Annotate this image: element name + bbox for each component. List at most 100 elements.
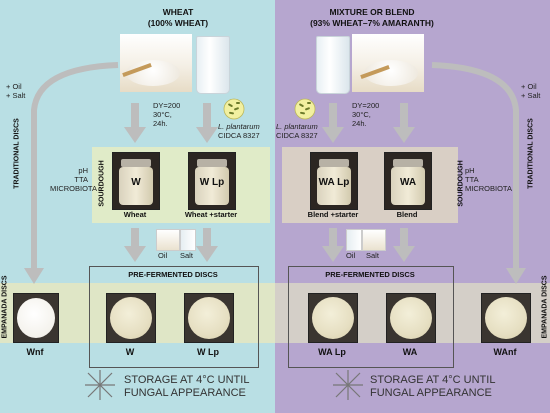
right-arrow-2	[393, 103, 415, 143]
left-conditions-dy: DY=200	[153, 101, 181, 110]
left-title-line1: WHEAT	[162, 7, 194, 17]
right-title-line1: MIXTURE OR BLEND	[329, 7, 415, 17]
right-title: MIXTURE OR BLEND (93% WHEAT–7% AMARANTH)	[292, 7, 452, 29]
right-disc2-photo	[386, 293, 436, 343]
left-jar1-letter: W	[131, 177, 141, 188]
left-disc2-label: W	[125, 347, 135, 357]
right-jar2-photo: WA	[384, 152, 432, 210]
right-strain-name: L. plantarum	[276, 122, 318, 131]
right-jar2-label: Blend	[396, 210, 418, 219]
left-disc1-photo	[13, 293, 59, 343]
left-disc1-label: Wnf	[26, 347, 44, 357]
left-jar2-label: Wheat +starter	[184, 210, 238, 219]
right-disc1-photo	[308, 293, 358, 343]
left-disc2	[110, 297, 152, 339]
left-disc2-photo	[106, 293, 156, 343]
left-jar2-body	[195, 167, 229, 205]
left-water-glass	[196, 36, 230, 94]
left-strain-name: L. plantarum	[218, 122, 260, 131]
left-snowflake-icon	[85, 370, 115, 400]
right-strain: L. plantarum CIDCA 8327	[276, 122, 318, 140]
left-salt-line: + Salt	[6, 91, 26, 100]
right-disc3-label: WAnf	[493, 347, 517, 357]
left-title-line2: (100% WHEAT)	[147, 18, 209, 28]
right-jar1-photo: WA Lp	[310, 152, 358, 210]
left-storage-line1: STORAGE AT 4°C UNTIL	[124, 374, 250, 386]
left-traditional-label: TRADITIONAL DISCS	[13, 118, 21, 189]
right-strain-code: CIDCA 8327	[276, 131, 318, 140]
left-analysis-tta: TTA	[74, 175, 88, 184]
right-analysis-tta: TTA	[465, 175, 479, 184]
left-salt-image	[180, 229, 196, 251]
right-conditions-temp: 30°C,	[352, 110, 371, 119]
right-empanada-label: EMPANADA DISCS	[541, 275, 549, 339]
left-prefermented-title: PRE-FERMENTED DISCS	[128, 270, 218, 279]
left-jar1-label: Wheat	[123, 210, 147, 219]
right-arrow-1	[322, 103, 344, 143]
right-disc3-photo	[481, 293, 531, 343]
left-conditions-temp: 30°C,	[153, 110, 172, 119]
left-arrow-2	[196, 103, 218, 143]
right-disc1	[312, 297, 354, 339]
right-traditional-arrow	[431, 62, 519, 272]
right-jar2-body	[391, 167, 425, 205]
left-flour-image	[120, 34, 192, 92]
right-conditions: DY=200 30°C, 24h.	[352, 101, 379, 128]
left-empanada-label: EMPANADA DISCS	[1, 275, 9, 339]
right-snowflake-icon	[333, 370, 363, 400]
left-disc3-label: W Lp	[197, 347, 219, 357]
right-prefermented-box	[288, 266, 454, 368]
right-disc1-label: WA Lp	[318, 347, 346, 357]
right-jar1-body	[317, 167, 351, 205]
left-jar2-letter: W Lp	[199, 177, 225, 188]
left-arrow-1	[124, 103, 146, 143]
right-conditions-dy: DY=200	[352, 101, 380, 110]
right-jar1-label: Blend +starter	[307, 210, 359, 219]
left-jar2-photo: W Lp	[188, 152, 236, 210]
right-sourdough-label: SOURDOUGH	[457, 160, 465, 207]
right-oil-label: Oil	[346, 251, 356, 260]
right-jar2-lid	[393, 159, 423, 167]
left-strain: L. plantarum CIDCA 8327	[218, 122, 260, 140]
right-jar1-lid	[319, 159, 349, 167]
right-oil-line: + Oil	[521, 82, 537, 91]
left-bacteria-icon	[223, 98, 245, 120]
left-disc1	[17, 298, 55, 338]
right-water-small-image	[346, 229, 362, 251]
left-disc3	[188, 297, 230, 339]
right-storage-text: STORAGE AT 4°C UNTIL FUNGAL APPEARANCE	[370, 374, 495, 400]
left-analysis-microbiota: MICROBIOTA	[50, 184, 97, 193]
right-traditional-label: TRADITIONAL DISCS	[527, 118, 535, 189]
left-jar1-body	[119, 167, 153, 205]
right-analysis-ph: pH	[465, 166, 475, 175]
left-oil-salt: + Oil + Salt	[6, 82, 25, 100]
right-arrow-4	[393, 228, 415, 262]
left-arrow-4	[196, 228, 218, 262]
right-disc2-label: WA	[402, 347, 418, 357]
right-conditions-time: 24h.	[352, 119, 367, 128]
left-prefermented-box	[89, 266, 259, 368]
left-conditions-time: 24h.	[153, 119, 168, 128]
left-oil-image	[156, 229, 180, 251]
right-storage-line1: STORAGE AT 4°C UNTIL	[370, 374, 496, 386]
left-title: WHEAT (100% WHEAT)	[118, 7, 238, 29]
left-jar2-lid	[197, 159, 227, 167]
left-jar1-lid	[121, 159, 151, 167]
left-flour-pile	[126, 60, 180, 86]
right-bacteria-icon	[294, 98, 316, 120]
right-flour-small-image	[362, 229, 386, 251]
right-disc2	[390, 297, 432, 339]
left-strain-code: CIDCA 8327	[218, 131, 260, 140]
right-jar2-letter: WA	[399, 177, 417, 188]
left-jar1-photo: W	[112, 152, 160, 210]
right-analysis-microbiota: MICROBIOTA	[465, 184, 512, 193]
left-arrow-3	[124, 228, 146, 262]
left-storage-line2: FUNGAL APPEARANCE	[124, 387, 246, 399]
right-oil-salt: + Oil + Salt	[521, 82, 540, 100]
left-disc3-photo	[184, 293, 234, 343]
right-storage-line2: FUNGAL APPEARANCE	[370, 387, 492, 399]
right-disc3	[485, 297, 527, 339]
right-salt-label: Salt	[366, 251, 379, 260]
left-analysis-ph: pH	[78, 166, 88, 175]
